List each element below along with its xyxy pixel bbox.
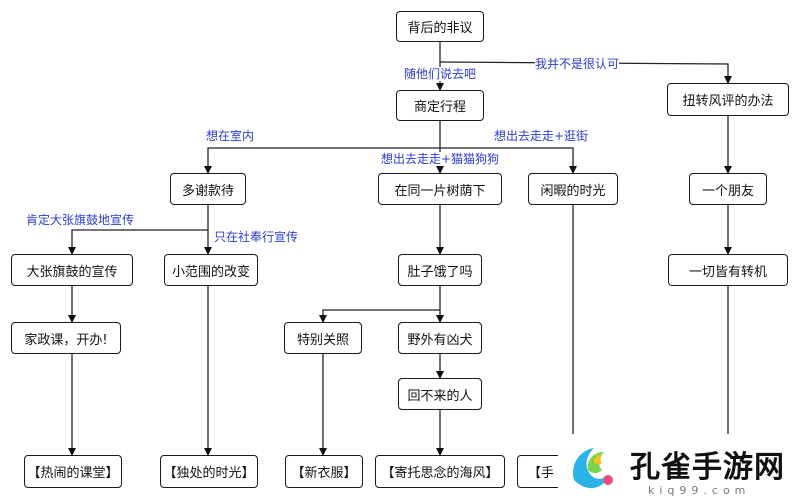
- edge-thank-big: [68, 229, 208, 255]
- node-big: 大张旗鼓的宣传: [11, 254, 133, 286]
- label-to-leisure: 想出去走走+逛街: [494, 129, 589, 143]
- label-to-fix: 我并不是很认可: [535, 57, 620, 71]
- node-end3: 【新衣服】: [285, 455, 363, 488]
- watermark: 孔雀手游网 kiq99.com: [558, 434, 807, 500]
- node-homeec: 家政课，开办!: [11, 322, 121, 354]
- watermark-subtitle: kiq99.com: [648, 484, 751, 497]
- label-to-thank: 想在室内: [206, 129, 255, 143]
- node-root: 背后的非议: [396, 11, 484, 42]
- edge-plan-leisure: [440, 147, 577, 174]
- node-thank: 多谢款待: [170, 173, 246, 205]
- node-hungry: 肚子饿了吗: [398, 254, 482, 286]
- node-end1: 【热闹的课堂】: [24, 455, 122, 488]
- node-noreturn: 回不来的人: [398, 378, 482, 410]
- peacock-logo-icon: [573, 448, 613, 489]
- node-shade: 在同一片树荫下: [378, 173, 502, 205]
- node-care: 特别关照: [284, 322, 362, 354]
- label-to-plan: 随他们说去吧: [404, 67, 477, 81]
- edge-hungry-care: [319, 309, 440, 323]
- node-leisure: 闲暇的时光: [528, 173, 618, 205]
- node-turn: 一切皆有转机: [668, 254, 788, 286]
- node-fix: 扭转风评的办法: [667, 83, 789, 116]
- edge-plan-thank: [204, 147, 440, 174]
- node-dog: 野外有凶犬: [398, 322, 482, 354]
- label-to-big: 肯定大张旗鼓地宣传: [26, 213, 135, 227]
- node-friend: 一个朋友: [689, 173, 767, 205]
- watermark-title: 孔雀手游网: [630, 450, 785, 485]
- label-to-shade: 想出去走走+猫猫狗狗: [381, 152, 500, 166]
- node-end4: 【寄托思念的海风】: [375, 455, 505, 488]
- node-end2: 【独处的时光】: [160, 455, 258, 488]
- node-small: 小范围的改变: [164, 254, 258, 286]
- node-plan: 商定行程: [396, 90, 484, 121]
- label-to-small: 只在社奉行宣传: [214, 230, 299, 244]
